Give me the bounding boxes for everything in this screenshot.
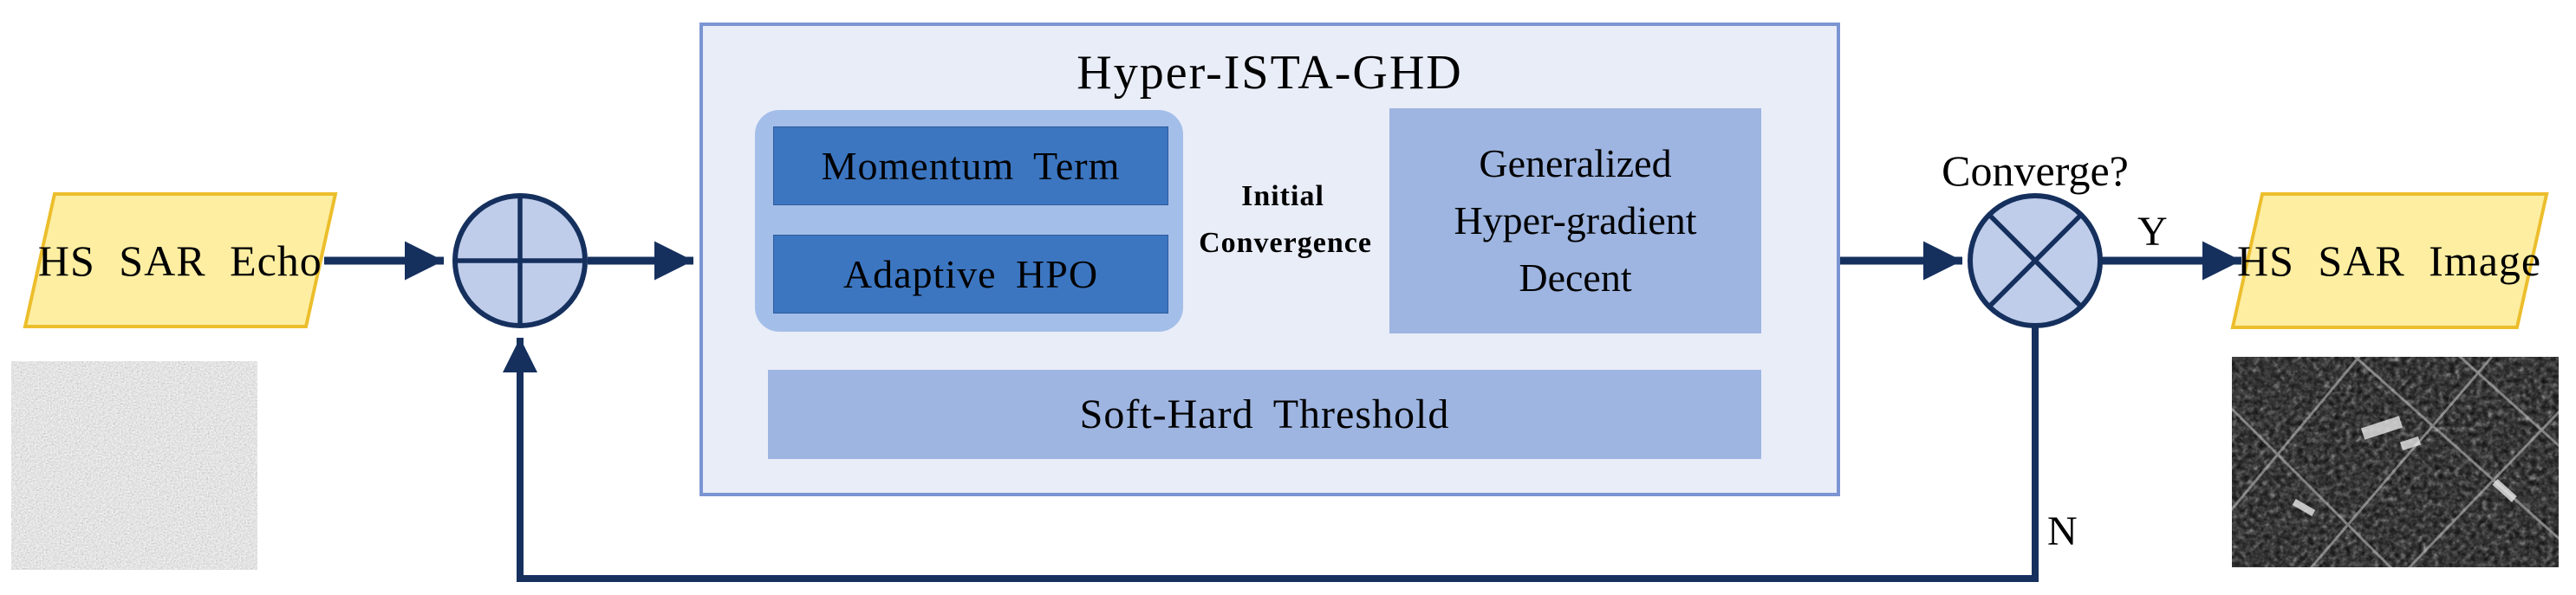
hs-sar-echo-label: HS SAR Echo: [38, 236, 322, 285]
yes-label: Y: [2137, 209, 2168, 255]
converge-question-label: Converge?: [1942, 146, 2129, 195]
no-label: N: [2047, 508, 2078, 554]
sar-bright-spots: [2292, 416, 2517, 516]
soft-hard-threshold-block: Soft-Hard Threshold: [768, 370, 1761, 459]
generalized-hyper-gradient-block: Generalized Hyper-gradient Decent: [1389, 108, 1761, 333]
hs-sar-image-label: HS SAR Image: [2237, 236, 2542, 285]
ghd-line-2: Hyper-gradient: [1454, 198, 1697, 243]
hs-sar-image-node: HS SAR Image: [2230, 192, 2549, 329]
adaptive-hpo-block: Adaptive HPO: [773, 235, 1168, 314]
momentum-term-block: Momentum Term: [773, 126, 1168, 205]
sar-result-graphic: [2232, 357, 2559, 567]
feedback-path: [503, 327, 2039, 582]
module-title: Hyper-ISTA-GHD: [1077, 46, 1463, 100]
hs-sar-echo-node: HS SAR Echo: [23, 192, 338, 328]
sar-street-grid: [2232, 357, 2559, 567]
ghd-line-3: Decent: [1519, 255, 1632, 300]
ghd-line-1: Generalized: [1479, 141, 1672, 185]
initial-label: Initial: [1241, 180, 1324, 212]
echo-noise-graphic: [11, 361, 257, 570]
plus-icon: [458, 198, 582, 323]
cross-icon: [1987, 213, 2083, 308]
sar-result-image: [2232, 357, 2559, 567]
convergence-label: Convergence: [1199, 227, 1372, 259]
echo-noise-image: [11, 361, 257, 570]
